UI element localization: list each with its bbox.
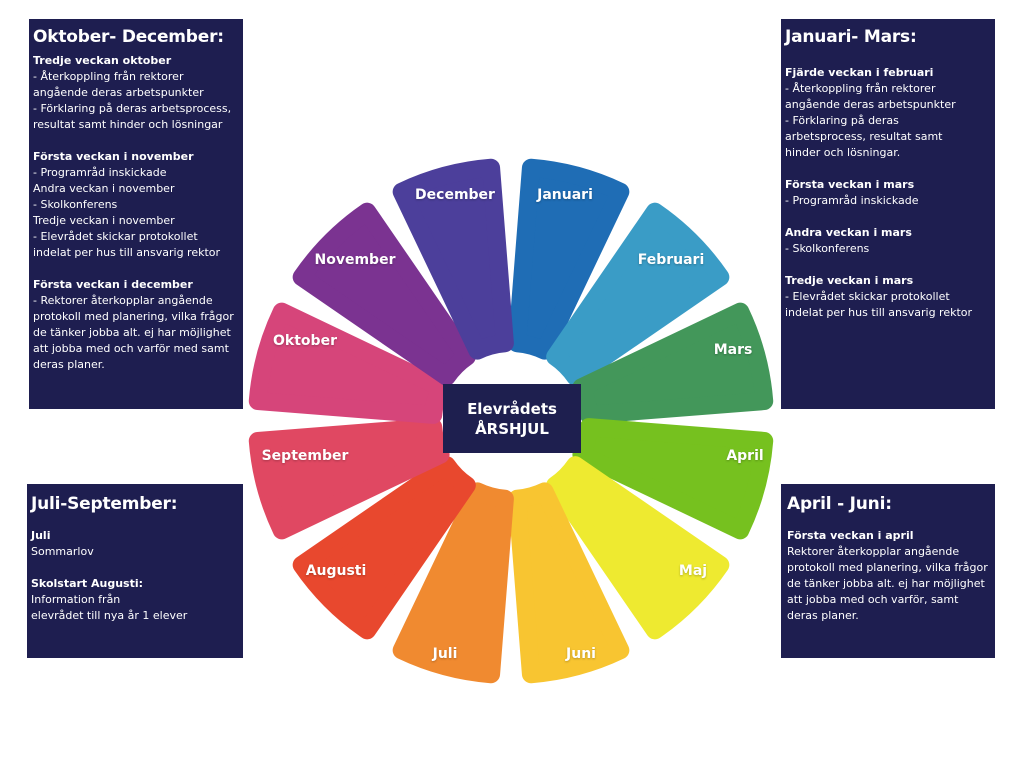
box-title: Januari- Mars:: [785, 27, 917, 47]
petal-juli: [392, 482, 514, 684]
section-body: - Återkoppling från rektorer angående de…: [33, 70, 232, 131]
section-body: Rektorer återkopplar angående protokoll …: [787, 545, 988, 622]
section-body: - Programråd inskickade: [785, 194, 919, 207]
petal-oktober: [248, 302, 450, 424]
month-label-mars: Mars: [713, 342, 753, 358]
petal-juni: [508, 482, 630, 684]
schedule-section: Tredje veckan oktober - Återkoppling från…: [33, 53, 239, 133]
petal-april: [572, 418, 774, 540]
schedule-section: Första veckan i mars - Programråd inskick…: [785, 177, 991, 209]
section-body: Sommarlov: [31, 545, 94, 558]
section-heading: Andra veckan i mars: [785, 226, 912, 239]
month-label-juni: Juni: [566, 646, 596, 662]
month-label-januari: Januari: [537, 187, 593, 203]
section-heading: Första veckan i april: [787, 529, 914, 542]
month-label-augusti: Augusti: [305, 563, 367, 579]
section-heading: Första veckan i november: [33, 150, 194, 163]
box-okt-dec: Oktober- December: Tredje veckan oktober -…: [29, 19, 243, 409]
section-heading: Fjärde veckan i februari: [785, 66, 934, 79]
section-heading: Tredje veckan i mars: [785, 274, 914, 287]
schedule-section: Tredje veckan i mars - Elevrådet skickar …: [785, 273, 991, 321]
box-title: Juli-September:: [31, 494, 178, 514]
section-heading: Första veckan i december: [33, 278, 193, 291]
section-body: - Återkoppling från rektorer angående de…: [785, 82, 956, 159]
section-body: Information från elevrådet till nya år 1…: [31, 593, 188, 622]
schedule-section: Första veckan i december - Rektorer återk…: [33, 277, 239, 373]
petal-december: [392, 158, 514, 360]
section-heading: Skolstart Augusti:: [31, 577, 144, 590]
month-label-december: December: [415, 187, 495, 203]
month-label-september: September: [261, 448, 349, 464]
section-body: - Skolkonferens: [785, 242, 870, 255]
month-label-november: November: [314, 252, 396, 268]
petal-februari: [546, 202, 730, 386]
schedule-section: Fjärde veckan i februari - Återkoppling f…: [785, 65, 991, 161]
petal-september: [248, 418, 450, 540]
petal-januari: [508, 158, 630, 360]
month-label-maj: Maj: [678, 563, 708, 579]
schedule-section: Andra veckan i mars - Skolkonferens: [785, 225, 991, 257]
section-body: - Elevrådet skickar protokollet indelat …: [785, 290, 973, 319]
box-title: Oktober- December:: [33, 27, 224, 47]
section-heading: Tredje veckan oktober: [33, 54, 172, 67]
petal-mars: [572, 302, 774, 424]
schedule-section: Skolstart Augusti: Information från elevr…: [31, 576, 239, 624]
month-label-februari: Februari: [637, 252, 705, 268]
month-label-oktober: Oktober: [273, 333, 337, 349]
section-body: - Rektorer återkopplar angående protokol…: [33, 294, 234, 371]
section-body: - Programråd inskickade Andra veckan i n…: [33, 166, 221, 259]
center-title-line2: ÅRSHJUL: [475, 419, 549, 438]
center-title-line1: Elevrådets: [467, 399, 557, 418]
section-heading: Första veckan i mars: [785, 178, 915, 191]
box-jan-mar: Januari- Mars: Fjärde veckan i februari - …: [781, 19, 995, 409]
schedule-section: Första veckan i november - Programråd ins…: [33, 149, 239, 261]
month-label-juli: Juli: [432, 646, 458, 662]
box-title: April - Juni:: [787, 494, 892, 514]
petal-november: [292, 202, 476, 386]
center-title-box: Elevrådets ÅRSHJUL: [443, 384, 581, 453]
section-heading: Juli: [31, 529, 51, 542]
month-label-april: April: [726, 448, 764, 464]
petal-maj: [546, 456, 730, 640]
petal-augusti: [292, 456, 476, 640]
